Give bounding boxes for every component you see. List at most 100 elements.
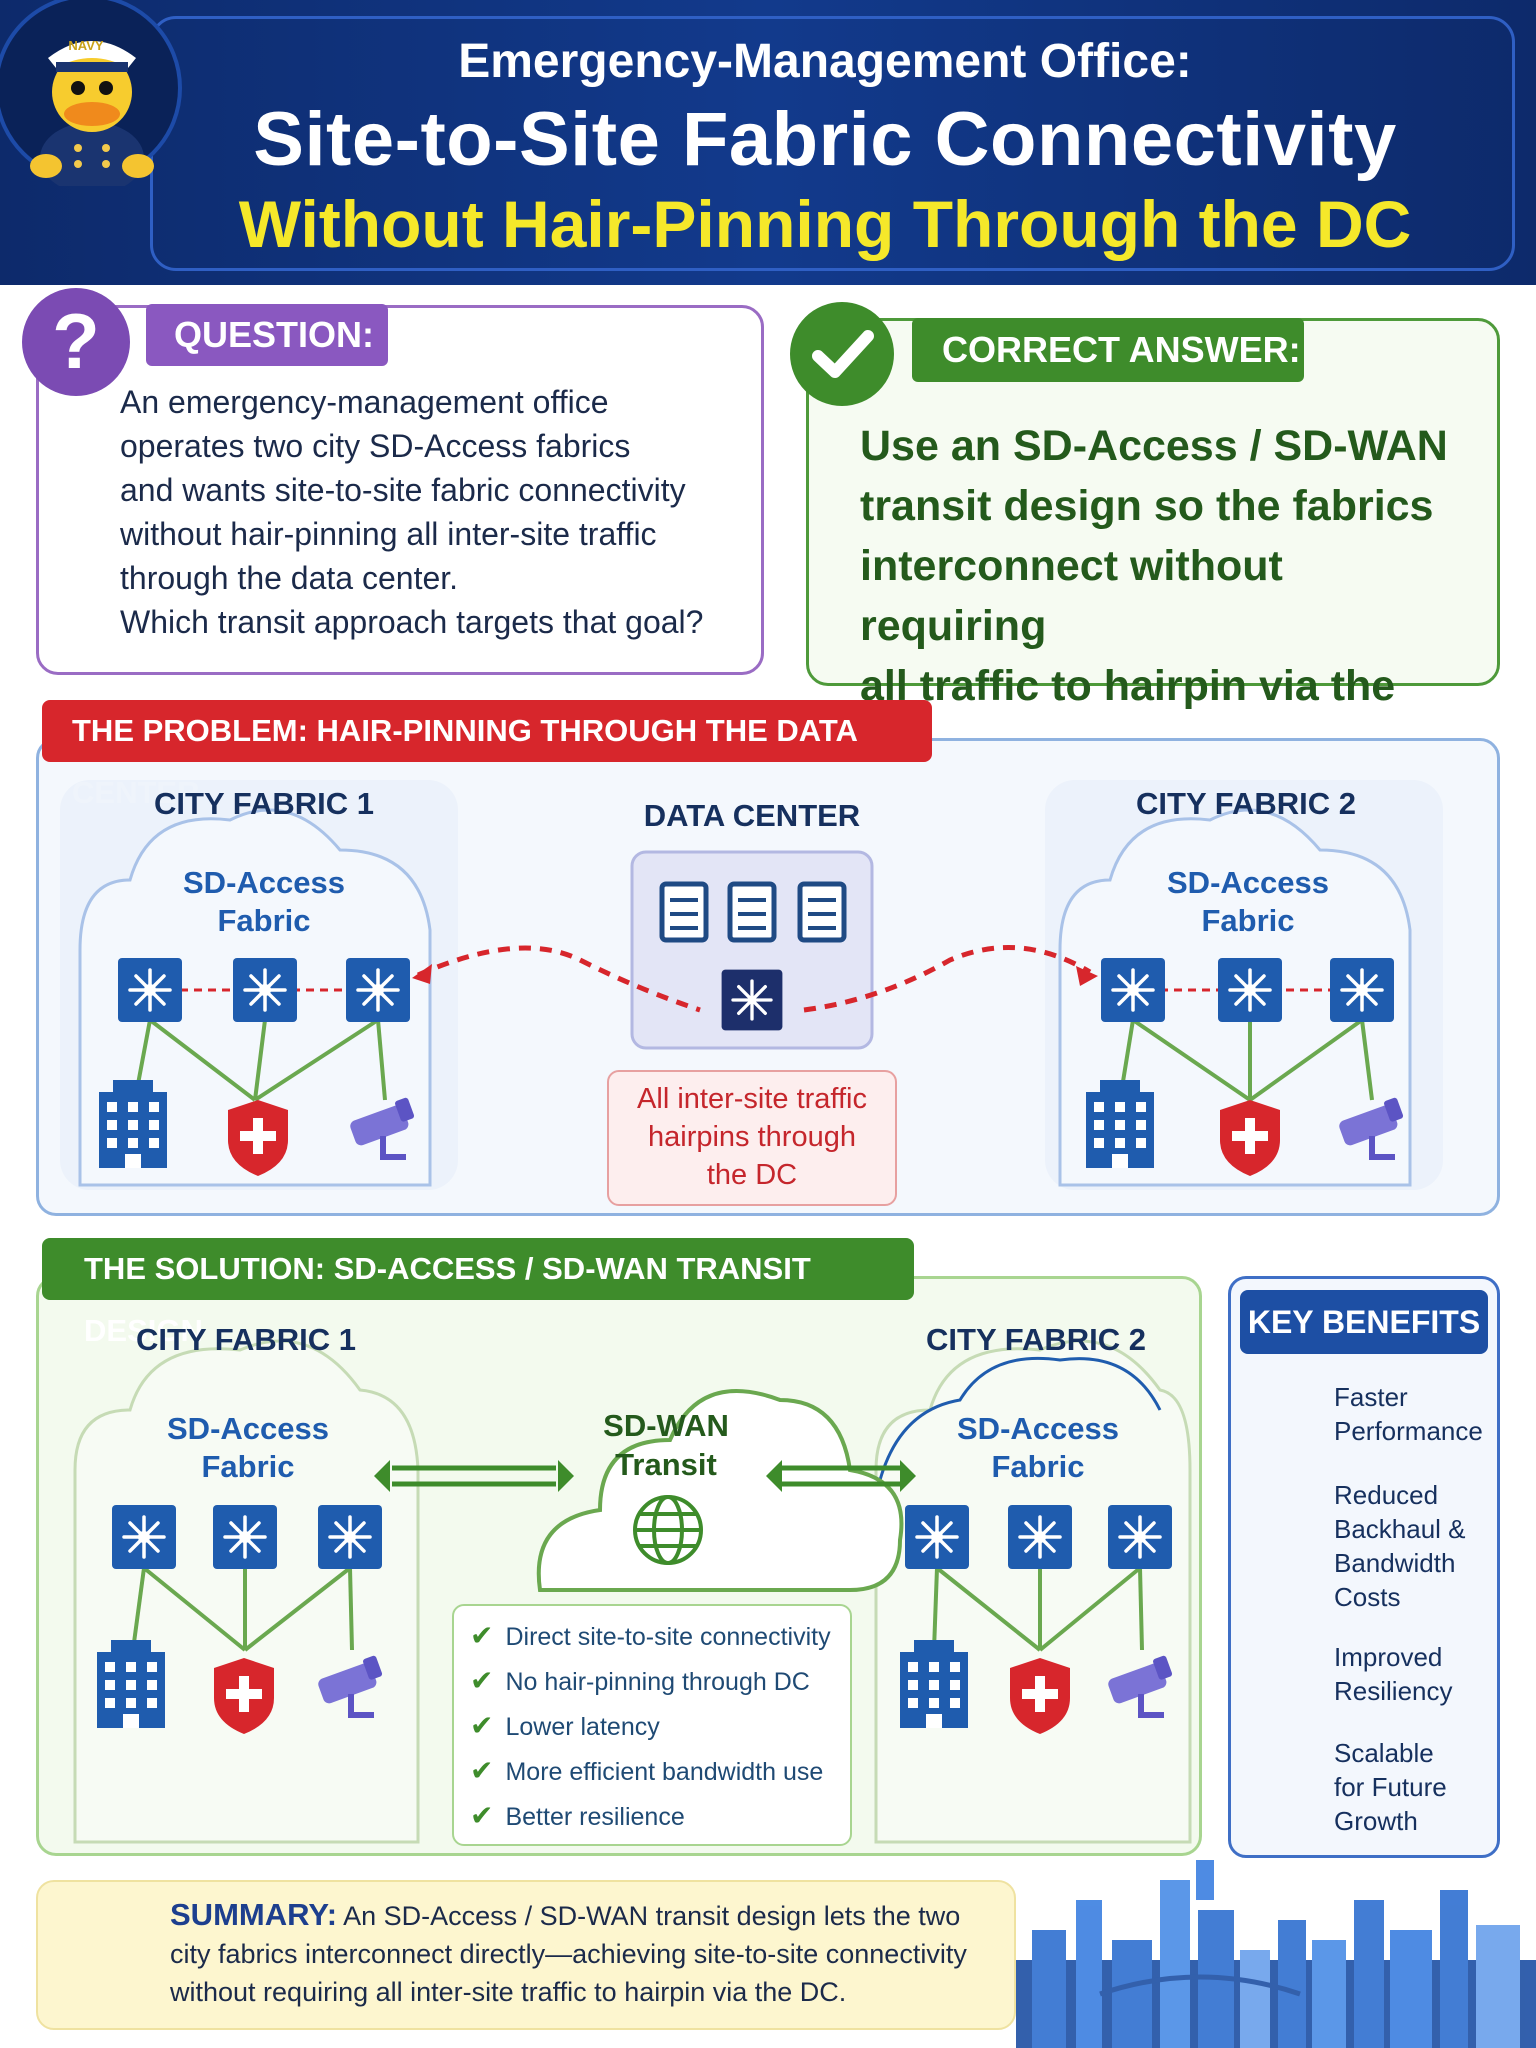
benefit-line: for Future bbox=[1334, 1772, 1447, 1802]
question-line: through the data center. bbox=[120, 560, 459, 596]
mascot-logo bbox=[0, 0, 182, 194]
fabric-switch-icon bbox=[110, 1503, 178, 1571]
cloud-label-line: Fabric bbox=[1201, 903, 1295, 938]
question-line: without hair-pinning all inter-site traf… bbox=[120, 516, 657, 552]
cloud-label-line: SD-Access bbox=[167, 1411, 329, 1446]
solution-checklist bbox=[452, 1604, 852, 1846]
benefit-line: Scalable bbox=[1334, 1738, 1434, 1768]
solution-fabric1-title: CITY FABRIC 1 bbox=[136, 1322, 356, 1357]
city-skyline-illustration bbox=[1016, 1860, 1536, 2048]
fabric-switch-icon bbox=[211, 1503, 279, 1571]
summary-body: An SD-Access / SD-WAN transit design let… bbox=[170, 1901, 967, 2007]
check-icon: ✔ bbox=[470, 1620, 494, 1651]
solution-fabric2-cloud-label: SD-Access Fabric bbox=[888, 1410, 1188, 1486]
check-item: ✔ More efficient bandwidth use bbox=[470, 1751, 850, 1791]
answer-line: interconnect without requiring bbox=[860, 542, 1283, 650]
cloud-label-line: Fabric bbox=[991, 1449, 1085, 1484]
check-item-label: Lower latency bbox=[505, 1713, 660, 1741]
check-icon: ✔ bbox=[470, 1800, 494, 1831]
answer-line: transit design so the fabrics bbox=[860, 482, 1434, 530]
hairpin-note bbox=[607, 1070, 897, 1206]
benefit-line: Growth bbox=[1334, 1806, 1418, 1836]
answer-label: CORRECT ANSWER: bbox=[912, 318, 1304, 382]
logo-text: NAVY bbox=[68, 38, 104, 53]
server-icon bbox=[662, 884, 706, 940]
check-item: ✔ No hair-pinning through DC bbox=[470, 1661, 850, 1701]
note-line: hairpins through bbox=[648, 1121, 856, 1153]
fabric-switch-icon bbox=[1106, 1503, 1174, 1571]
cloud-label-line: SD-Access bbox=[183, 865, 345, 900]
benefit-line: Improved bbox=[1334, 1642, 1443, 1672]
hairpin-path bbox=[803, 945, 1092, 1013]
cloud-label-line: Fabric bbox=[217, 903, 311, 938]
data-center-title: DATA CENTER bbox=[643, 798, 861, 833]
benefit-line: Backhaul & bbox=[1334, 1514, 1466, 1544]
benefit-line: Resiliency bbox=[1334, 1676, 1453, 1706]
fabric-switch-icon bbox=[231, 956, 299, 1024]
question-line: Which transit approach targets that goal… bbox=[120, 604, 704, 640]
problem-fabric2-title: CITY FABRIC 2 bbox=[1136, 786, 1356, 821]
hairpin-note-text: All inter-site traffic hairpins through … bbox=[607, 1080, 897, 1194]
note-line: All inter-site traffic bbox=[637, 1083, 867, 1115]
question-mark-icon: ? bbox=[22, 288, 130, 396]
answer-line: Use an SD-Access / SD-WAN bbox=[860, 422, 1448, 470]
problem-banner: THE PROBLEM: HAIR-PINNING THROUGH THE DA… bbox=[42, 700, 932, 810]
cloud-label-line: SD-Access bbox=[1167, 865, 1329, 900]
summary-box bbox=[36, 1880, 1016, 2030]
benefit-item: Reduced Backhaul & Bandwidth Costs bbox=[1334, 1478, 1494, 1614]
transit-label-line: Transit bbox=[615, 1447, 717, 1482]
check-icon: ✔ bbox=[470, 1665, 494, 1696]
fabric-switch-icon bbox=[1328, 956, 1396, 1024]
question-line: An emergency-management office bbox=[120, 384, 609, 420]
benefit-line: Performance bbox=[1334, 1416, 1483, 1446]
sdwan-transit-cloud bbox=[536, 1389, 904, 1592]
check-icon: ✔ bbox=[470, 1710, 494, 1741]
question-card bbox=[36, 305, 764, 675]
problem-fabric1-title: CITY FABRIC 1 bbox=[154, 786, 374, 821]
fabric-switch-icon bbox=[316, 1503, 384, 1571]
fabric-switch-icon bbox=[1216, 956, 1284, 1024]
building-icon bbox=[99, 1080, 167, 1168]
key-benefits-title: KEY BENEFITS bbox=[1240, 1290, 1488, 1354]
duck-mascot-icon bbox=[30, 41, 154, 194]
question-line: operates two city SD-Access fabrics bbox=[120, 428, 631, 464]
summary-text: SUMMARY: An SD-Access / SD-WAN transit d… bbox=[170, 1896, 1000, 2011]
benefit-line: Costs bbox=[1334, 1582, 1401, 1612]
hairpin-path bbox=[416, 945, 701, 1013]
check-item-label: More efficient bandwidth use bbox=[505, 1758, 824, 1786]
server-icon bbox=[800, 884, 844, 940]
globe-icon bbox=[633, 1495, 703, 1565]
transit-label-line: SD-WAN bbox=[603, 1408, 729, 1443]
check-item-label: No hair-pinning through DC bbox=[505, 1668, 810, 1696]
benefit-item: Faster Performance bbox=[1334, 1380, 1494, 1448]
key-benefits-panel bbox=[1228, 1276, 1500, 1858]
building-icon bbox=[97, 1640, 165, 1728]
benefit-line: Faster bbox=[1334, 1382, 1408, 1412]
solution-fabric2-title: CITY FABRIC 2 bbox=[926, 1322, 1146, 1357]
page-title-highlight: Without Hair-Pinning Through the DC bbox=[238, 187, 1412, 261]
check-item: ✔Better resilience bbox=[470, 1796, 850, 1836]
checkmark-icon bbox=[790, 302, 894, 406]
benefit-item: Scalable for Future Growth bbox=[1334, 1736, 1494, 1838]
question-line: and wants site-to-site fabric connectivi… bbox=[120, 472, 686, 508]
page-title: Site-to-Site Fabric Connectivity bbox=[253, 97, 1397, 182]
summary-label: SUMMARY: bbox=[170, 1897, 338, 1932]
benefit-line: Reduced bbox=[1334, 1480, 1439, 1510]
problem-fabric1-cloud-label: SD-Access Fabric bbox=[114, 864, 414, 940]
check-icon: ✔ bbox=[470, 1755, 494, 1786]
check-item-label: Direct site-to-site connectivity bbox=[505, 1623, 831, 1651]
solution-banner: THE SOLUTION: SD-ACCESS / SD-WAN TRANSIT… bbox=[42, 1238, 914, 1348]
question-label: QUESTION: bbox=[146, 304, 388, 366]
building-icon bbox=[900, 1640, 968, 1728]
fabric-switch-icon bbox=[903, 1503, 971, 1571]
note-line: the DC bbox=[706, 1159, 798, 1191]
check-item: ✔ Direct site-to-site connectivity bbox=[470, 1616, 850, 1656]
server-icon bbox=[730, 884, 774, 940]
fabric-switch-icon bbox=[1099, 956, 1167, 1024]
cloud-label-line: SD-Access bbox=[957, 1411, 1119, 1446]
sdwan-transit-label: SD-WAN Transit bbox=[566, 1406, 766, 1484]
benefit-item: Improved Resiliency bbox=[1334, 1640, 1494, 1708]
problem-fabric2-cloud-label: SD-Access Fabric bbox=[1098, 864, 1398, 940]
header: NAVY Emergency-Management Office: Site-t… bbox=[0, 0, 1536, 285]
